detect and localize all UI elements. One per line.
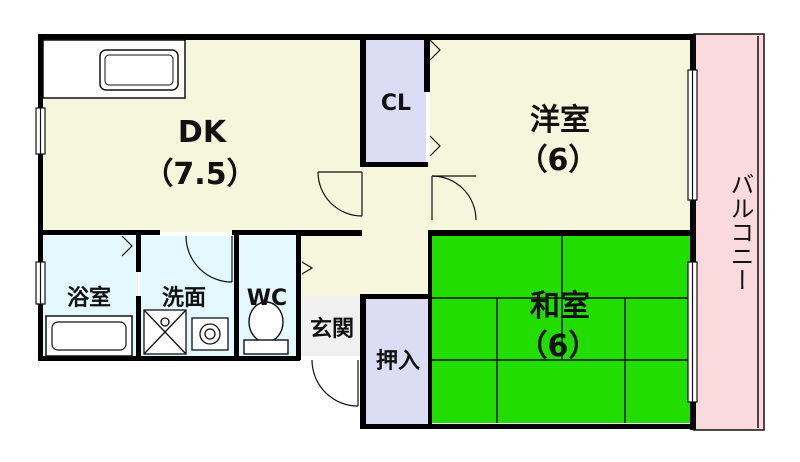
walls	[38, 34, 696, 430]
toilet	[243, 301, 289, 355]
washbasin	[191, 317, 229, 351]
entrance-name: 玄関	[310, 316, 354, 342]
oshiire-floor	[366, 296, 428, 424]
bathtub	[45, 315, 133, 357]
washitsu-floor	[432, 235, 690, 423]
balcony-name: バルコニー	[726, 172, 754, 292]
wc-name: WC	[247, 286, 287, 311]
balcony-floor	[694, 34, 764, 430]
cl-floor	[366, 40, 426, 162]
tatami-lines	[432, 235, 690, 423]
yoshitsu-floor	[430, 40, 692, 232]
washing-machine	[143, 309, 187, 355]
oshiire-name: 押入	[376, 348, 420, 374]
dk-name: DK	[178, 115, 228, 150]
washitsu-name: 和室	[530, 289, 590, 324]
entrance-floor	[300, 296, 364, 356]
windows	[35, 69, 698, 403]
yoshitsu-name: 洋室	[530, 103, 590, 138]
balcony-outline	[693, 33, 765, 431]
hall-floor	[300, 162, 430, 296]
washroom-name: 洗面	[162, 286, 206, 311]
yoshitsu-size: （6）	[518, 143, 599, 178]
doors	[121, 39, 477, 407]
kitchen-counter	[42, 39, 186, 99]
bathroom-name: 浴室	[67, 285, 111, 311]
cl-name: CL	[381, 91, 411, 116]
washitsu-size: （6）	[518, 329, 599, 364]
dk-size: （7.5）	[143, 157, 256, 192]
